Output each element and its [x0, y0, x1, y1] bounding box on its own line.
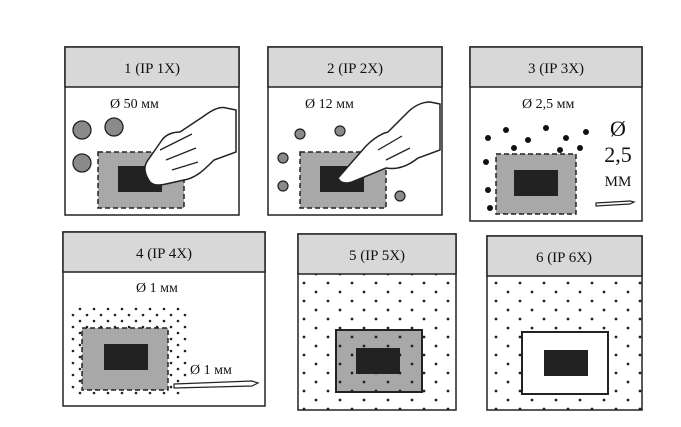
panel-title: 6 (IP 6X) — [536, 250, 592, 266]
test-sphere — [294, 128, 306, 140]
panel-title: 3 (IP 3X) — [528, 61, 584, 77]
particle-dots — [483, 125, 589, 211]
wire-diameter-label: Ø 1 мм — [190, 363, 232, 378]
diameter-label: Ø 12 мм — [305, 97, 354, 112]
diameter-label: Ø 50 мм — [110, 97, 159, 112]
panel-ip2x: 2 (IP 2X) Ø 12 мм — [267, 46, 443, 216]
live-part — [104, 344, 148, 370]
panel-title: 1 (IP 1X) — [124, 61, 180, 77]
panel-ip6x: 6 (IP 6X) — [486, 235, 643, 411]
panel-header — [486, 235, 643, 277]
test-sphere — [277, 152, 289, 164]
test-sphere — [334, 125, 346, 137]
panel-ip1x: 1 (IP 1X) Ø 50 мм — [64, 46, 240, 216]
diameter-label: Ø 2,5 мм — [522, 97, 574, 112]
pointing-finger-icon — [337, 101, 441, 184]
panel-header — [267, 46, 443, 88]
diameter-value: 2,5 — [604, 142, 632, 167]
panel-title: 5 (IP 5X) — [349, 248, 405, 264]
panel-header — [297, 233, 457, 275]
test-wire-icon — [173, 380, 260, 389]
live-part — [544, 350, 588, 376]
hand-icon — [144, 106, 237, 186]
panel-header — [469, 46, 643, 88]
live-part — [356, 348, 400, 374]
live-part — [514, 170, 558, 196]
panel-ip5x: 5 (IP 5X) — [297, 233, 457, 411]
test-sphere — [104, 117, 124, 137]
panel-ip3x: 3 (IP 3X) Ø 2,5 мм Ø 2,5 ММ — [469, 46, 643, 222]
diameter-symbol: Ø — [610, 116, 626, 141]
test-sphere — [72, 153, 92, 173]
diameter-unit: ММ — [605, 174, 632, 190]
panel-title: 4 (IP 4X) — [136, 246, 192, 262]
test-sphere — [394, 190, 406, 202]
panel-ip4x: 4 (IP 4X) Ø 1 мм Ø 1 мм — [62, 231, 266, 407]
panel-header — [64, 46, 240, 88]
panel-title: 2 (IP 2X) — [327, 61, 383, 77]
test-sphere — [277, 180, 289, 192]
test-sphere — [72, 120, 92, 140]
diameter-label: Ø 1 мм — [136, 281, 178, 296]
test-rod-icon — [595, 200, 636, 207]
panel-header — [62, 231, 266, 273]
